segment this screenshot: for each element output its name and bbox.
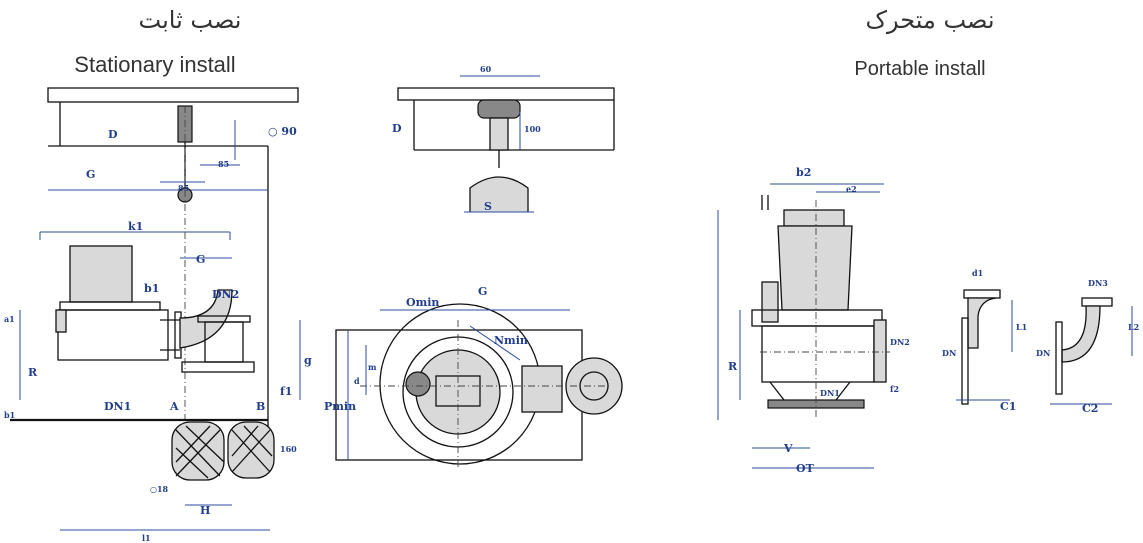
dimension-l1-label: l1 xyxy=(142,533,151,543)
dimension-60-label: 60 xyxy=(480,64,492,74)
portable-install-heading-fa: نصب متحرک xyxy=(865,6,995,34)
dimension-d-small-label: d xyxy=(354,376,360,386)
p-min-label: Pmin xyxy=(324,400,356,413)
dimension-ot-label: OT xyxy=(796,462,815,475)
float-diameter-label: ○ 90 xyxy=(268,125,297,138)
dimension-d-detail-label: D xyxy=(392,122,402,135)
bolt-diameter-label: ○18 xyxy=(150,484,169,494)
dn-fitting-1-label: DN xyxy=(942,348,956,358)
dimension-d1-label: d1 xyxy=(972,268,983,278)
dimension-f1-label: f1 xyxy=(280,385,292,398)
dimension-b2-label: b2 xyxy=(796,166,811,179)
dimension-g-label: G xyxy=(86,168,95,181)
dimension-b1-label: b1 xyxy=(144,282,159,295)
dn-portable-label: DN2 xyxy=(890,337,910,347)
o-min-label: Omin xyxy=(406,296,439,309)
dimension-f2-label: f2 xyxy=(890,384,899,394)
dimension-g-mid-label: G xyxy=(196,253,205,266)
dimension-l2-label: L2 xyxy=(1128,322,1139,332)
dimension-a1-label: a1 xyxy=(4,314,15,324)
dimension-k1-label: k1 xyxy=(128,220,143,233)
dimension-85b-label: 85 xyxy=(178,183,189,193)
dimension-v-label: V xyxy=(783,442,793,455)
dimension-c1-label: C1 xyxy=(1000,400,1016,413)
plan-view xyxy=(335,303,623,470)
dimension-b1-low-label: b1 xyxy=(4,410,15,420)
stationary-install-heading-fa: نصب ثابت xyxy=(138,6,242,34)
dimension-g-small-label: g xyxy=(304,354,312,367)
stationary-install-heading: Stationary install xyxy=(74,52,236,77)
dimension-100-label: 100 xyxy=(524,124,541,134)
dn-fitting-2-label: DN xyxy=(1036,348,1050,358)
n-min-label: Nmin xyxy=(494,334,528,347)
portable-install-heading: Portable install xyxy=(854,58,986,80)
elbow-fitting-2 xyxy=(1050,297,1133,405)
dimension-r-portable-label: R xyxy=(728,360,738,373)
dimension-h-label: H xyxy=(200,504,210,517)
stationary-side-view xyxy=(10,87,301,531)
dimension-m-label: m xyxy=(368,362,377,372)
rail-detail-view xyxy=(397,75,615,213)
dn2-label: DN2 xyxy=(212,288,239,301)
dn1-portable-label: DN1 xyxy=(820,388,840,398)
dn3-label: DN3 xyxy=(1088,278,1108,288)
dimension-r-label: R xyxy=(28,366,38,379)
point-b-label: B xyxy=(256,400,265,413)
dimension-d-label: D xyxy=(108,128,118,141)
dn1-label: DN1 xyxy=(104,400,131,413)
dimension-c2-label: C2 xyxy=(1082,402,1098,415)
portable-side-view xyxy=(717,183,890,469)
dimension-g-plan-label: G xyxy=(478,285,487,298)
dimension-85a-label: 85 xyxy=(218,159,229,169)
dimension-l1-small-label: L1 xyxy=(1016,322,1027,332)
dimension-s-label: S xyxy=(484,200,492,213)
dimension-160-label: 160 xyxy=(280,444,297,454)
dimension-e2-label: e2 xyxy=(846,184,857,194)
point-a-label: A xyxy=(169,400,179,413)
elbow-fitting-1 xyxy=(956,289,1013,405)
